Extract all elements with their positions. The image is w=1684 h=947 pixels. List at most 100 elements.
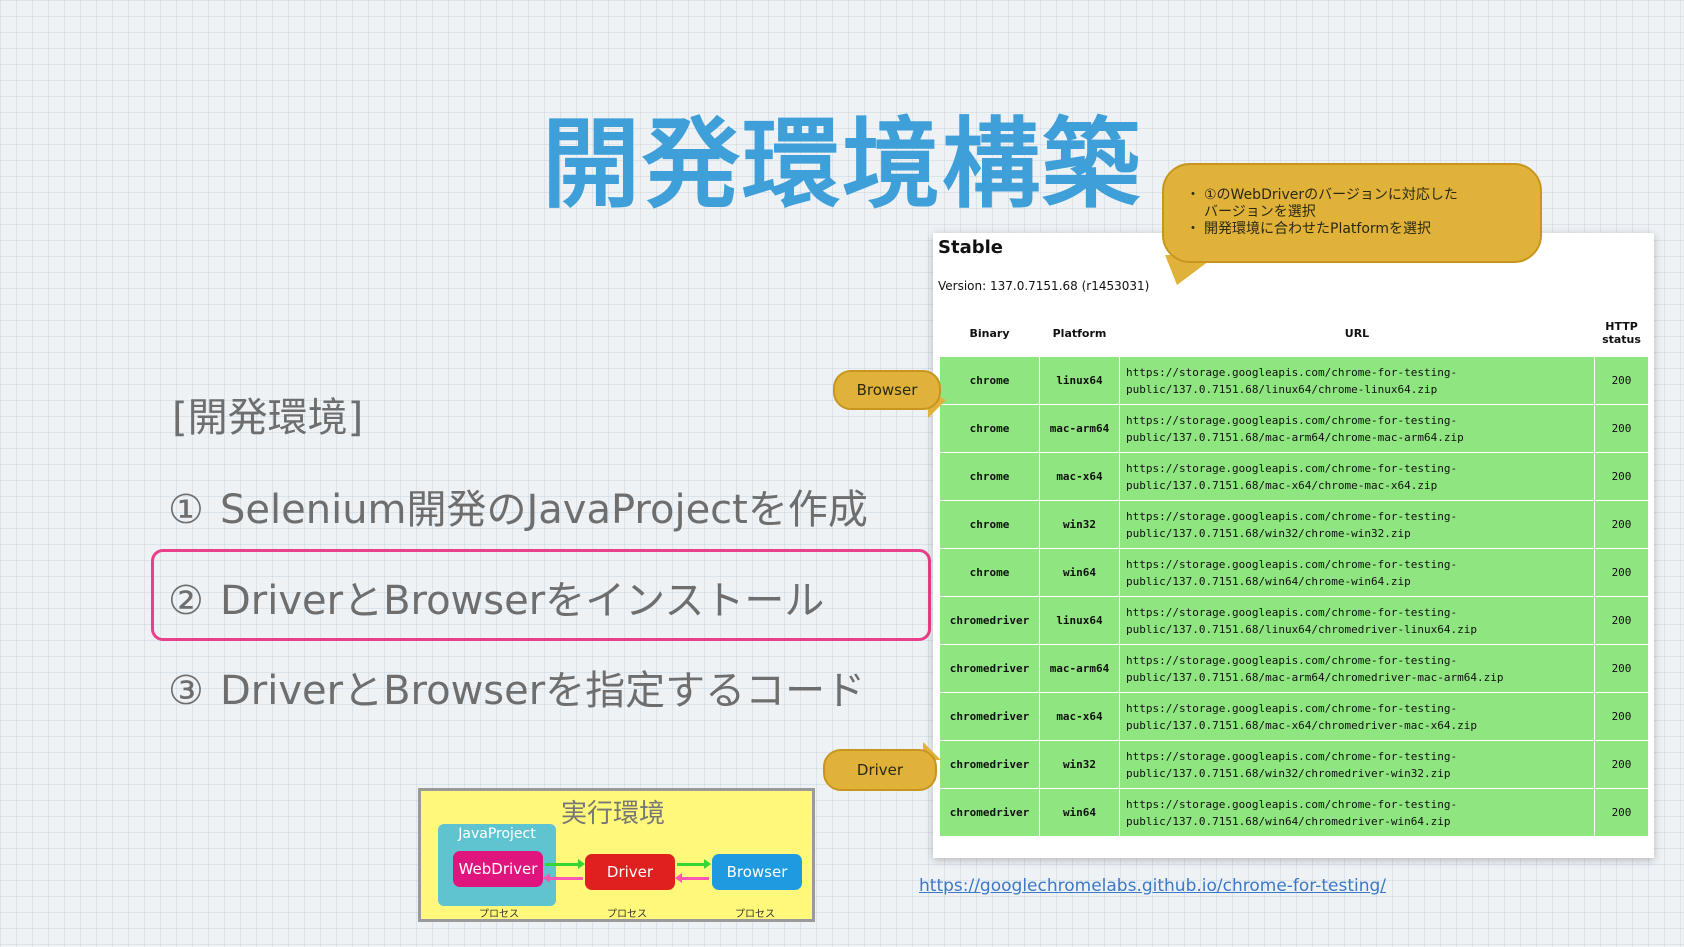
step-2: ② DriverとBrowserをインストール: [168, 568, 824, 626]
cell-status: 200: [1594, 692, 1649, 741]
cell-url-text: https://storage.googleapis.com/chrome-fo…: [1126, 365, 1458, 379]
cell-platform-text: mac-arm64: [1049, 662, 1110, 675]
cell-binary-text: chromedriver: [949, 662, 1030, 675]
cell-platform-text: mac-x64: [1056, 710, 1103, 723]
cell-url-text: https://storage.googleapis.com/chrome-fo…: [1126, 461, 1458, 475]
cell-binary-text: chromedriver: [949, 758, 1030, 771]
cell-status-text: 200: [1611, 710, 1632, 723]
cell-status-text: 200: [1611, 806, 1632, 819]
cell-binary-text: chrome: [969, 470, 1010, 483]
cell-binary: chromedriver: [939, 596, 1040, 645]
cell-binary-text: chrome: [969, 422, 1010, 435]
cell-url-text: public/137.0.7151.68/mac-arm64/chrome-ma…: [1126, 430, 1464, 444]
cell-platform: win64: [1039, 788, 1120, 837]
cell-platform-text: linux64: [1056, 374, 1103, 387]
cell-platform: mac-x64: [1039, 692, 1120, 741]
cell-url-text: public/137.0.7151.68/mac-arm64/chromedri…: [1126, 670, 1504, 684]
chrome-for-testing-link[interactable]: https://googlechromelabs.github.io/chrom…: [919, 876, 1387, 896]
cell-binary: chrome: [939, 548, 1040, 597]
cell-url-text: https://storage.googleapis.com/chrome-fo…: [1126, 557, 1458, 571]
table-row: chrome linux64 https://storage.googleapis.…: [939, 356, 1649, 405]
process-label: プロセス: [735, 909, 775, 920]
java-project-label: JavaProject: [458, 826, 536, 842]
cell-binary: chromedriver: [939, 692, 1040, 741]
cell-url-text: public/137.0.7151.68/win32/chromedriver-…: [1126, 766, 1451, 780]
cell-url: https://storage.googleapis.com/chrome-fo…: [1119, 740, 1595, 789]
note-line: ①のWebDriverのバージョンに対応した バージョンを選択: [1186, 187, 1540, 221]
cell-url: https://storage.googleapis.com/chrome-fo…: [1119, 548, 1595, 597]
cell-url: https://storage.googleapis.com/chrome-fo…: [1119, 356, 1595, 405]
cell-binary: chrome: [939, 452, 1040, 501]
step-text: Selenium開発のJavaProjectを作成: [220, 487, 868, 533]
table-row: chrome mac-x64 https://storage.googleapis.…: [939, 452, 1649, 501]
step-text: DriverとBrowserを指定するコード: [220, 668, 866, 714]
cell-url-text: https://storage.googleapis.com/chrome-fo…: [1126, 605, 1458, 619]
cell-binary-text: chrome: [969, 566, 1010, 579]
header-status: HTTP status: [1594, 310, 1649, 357]
cell-url-text: public/137.0.7151.68/linux64/chrome-linu…: [1126, 382, 1438, 396]
cell-status: 200: [1594, 644, 1649, 693]
cell-url-text: https://storage.googleapis.com/chrome-fo…: [1126, 413, 1458, 427]
cell-url-text: https://storage.googleapis.com/chrome-fo…: [1126, 701, 1458, 715]
cell-url: https://storage.googleapis.com/chrome-fo…: [1119, 788, 1595, 837]
cell-url-text: public/137.0.7151.68/mac-x64/chromedrive…: [1126, 718, 1477, 732]
table-row: chromedriver mac-arm64 https://storage.goo…: [939, 644, 1649, 693]
cell-binary: chrome: [939, 500, 1040, 549]
step-number: ①: [168, 487, 204, 533]
cell-status-text: 200: [1611, 614, 1632, 627]
cell-url-text: public/137.0.7151.68/linux64/chromedrive…: [1126, 622, 1477, 636]
driver-node: Driver: [585, 854, 675, 890]
step-1: ① Selenium開発のJavaProjectを作成: [168, 477, 868, 535]
arrow-left-icon: [543, 873, 583, 883]
arrow-right-icon: [545, 859, 585, 869]
cell-binary-text: chrome: [969, 374, 1010, 387]
cell-status: 200: [1594, 404, 1649, 453]
browser-node: Browser: [712, 854, 802, 890]
cell-url: https://storage.googleapis.com/chrome-fo…: [1119, 692, 1595, 741]
cell-binary-text: chromedriver: [949, 806, 1030, 819]
cell-platform-text: win32: [1062, 518, 1097, 531]
cell-binary: chrome: [939, 356, 1040, 405]
header-platform: Platform: [1039, 310, 1120, 357]
step-number: ②: [168, 578, 204, 624]
cell-url-text: https://storage.googleapis.com/chrome-fo…: [1126, 749, 1458, 763]
cell-binary-text: chromedriver: [949, 614, 1030, 627]
process-label: プロセス: [607, 909, 647, 920]
cell-status-text: 200: [1611, 662, 1632, 675]
cell-status-text: 200: [1611, 374, 1632, 387]
cell-platform: mac-arm64: [1039, 404, 1120, 453]
step-2-highlight-frame: [151, 549, 931, 641]
cell-url-text: public/137.0.7151.68/mac-x64/chrome-mac-…: [1126, 478, 1438, 492]
table-row: chromedriver mac-x64 https://storage.googl…: [939, 692, 1649, 741]
cell-url: https://storage.googleapis.com/chrome-fo…: [1119, 452, 1595, 501]
stable-heading: Stable: [938, 237, 1003, 258]
cell-url-text: public/137.0.7151.68/win32/chrome-win32.…: [1126, 526, 1411, 540]
cell-url: https://storage.googleapis.com/chrome-fo…: [1119, 500, 1595, 549]
cell-status-text: 200: [1611, 758, 1632, 771]
cell-url: https://storage.googleapis.com/chrome-fo…: [1119, 644, 1595, 693]
table-row: chrome win64 https://storage.googleapis.co…: [939, 548, 1649, 597]
cell-platform-text: mac-arm64: [1049, 422, 1110, 435]
cell-platform: mac-x64: [1039, 452, 1120, 501]
cell-platform: win32: [1039, 500, 1120, 549]
cell-status-text: 200: [1611, 566, 1632, 579]
cell-status: 200: [1594, 596, 1649, 645]
runtime-diagram: 実行環境 JavaProject WebDriver Driver Browse…: [418, 788, 815, 922]
cell-status: 200: [1594, 500, 1649, 549]
cell-platform-text: win64: [1062, 566, 1097, 579]
cell-platform: linux64: [1039, 356, 1120, 405]
cell-binary: chromedriver: [939, 644, 1040, 693]
webdriver-node: WebDriver: [453, 851, 543, 887]
chrome-for-testing-table-panel: Stable Version: 137.0.7151.68 (r1453031)…: [933, 233, 1654, 858]
driver-callout: Driver: [823, 749, 937, 791]
version-text: Version: 137.0.7151.68 (r1453031): [938, 279, 1150, 293]
cell-status: 200: [1594, 356, 1649, 405]
runtime-title: 実行環境: [561, 799, 666, 829]
step-text: DriverとBrowserをインストール: [220, 578, 825, 624]
cell-platform-text: linux64: [1056, 614, 1103, 627]
browser-callout: Browser: [833, 370, 941, 410]
